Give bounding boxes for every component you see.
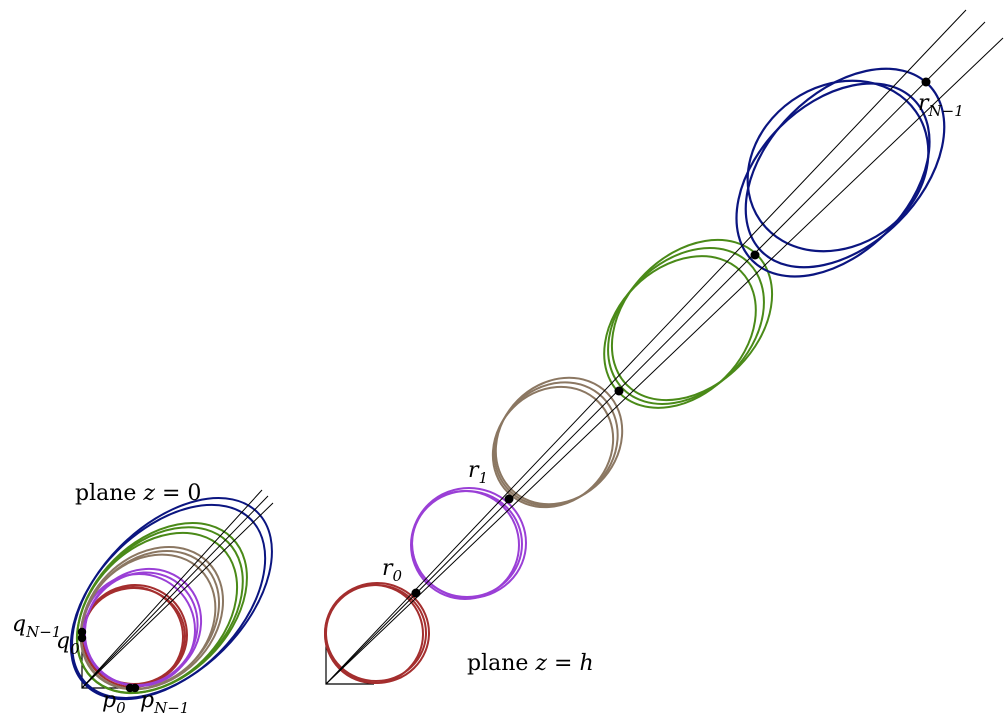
points-right: [411, 77, 931, 598]
point-pN1: [130, 683, 140, 693]
ellipse: [324, 582, 430, 684]
diagonal-lines-left: [81, 489, 274, 689]
point-r0: [411, 588, 421, 598]
diagonal-line: [325, 9, 967, 685]
plane-z0-panel: plane z = 0 qN−1 q0 p0 pN−1: [12, 481, 274, 717]
point-r3: [750, 250, 760, 260]
ellipse: [411, 487, 527, 599]
label-rN1: rN−1: [918, 91, 964, 120]
points-left: [77, 627, 140, 693]
diagonal-lines-right: [325, 9, 1004, 685]
label-pN1: pN−1: [140, 688, 189, 717]
label-r1: r1: [468, 458, 488, 487]
label-r0: r0: [382, 556, 403, 585]
point-q0: [77, 633, 87, 643]
diagonal-line: [81, 489, 263, 689]
plane-z0-label: plane z = 0: [75, 481, 201, 506]
ellipse: [491, 385, 615, 509]
diagonal-line: [325, 37, 1004, 685]
plane-zh-label: plane z = h: [467, 651, 594, 676]
diagonal-line: [81, 502, 274, 689]
point-r1: [504, 494, 514, 504]
label-qN1: qN−1: [12, 612, 61, 641]
diagonal-line: [325, 21, 986, 685]
ellipse: [325, 584, 427, 682]
diagonal-line: [81, 495, 269, 689]
point-r2: [614, 386, 624, 396]
label-p0: p0: [102, 688, 126, 717]
ellipse: [746, 79, 930, 253]
point-qN1: [77, 627, 87, 637]
ellipse-group-purple-right: [410, 487, 527, 600]
ellipse-group-red-right: [324, 582, 430, 684]
point-rN1: [921, 77, 931, 87]
plane-zh-panel: r0 r1 rN−1 plane z = h: [324, 9, 1004, 685]
label-q0: q0: [56, 629, 80, 658]
